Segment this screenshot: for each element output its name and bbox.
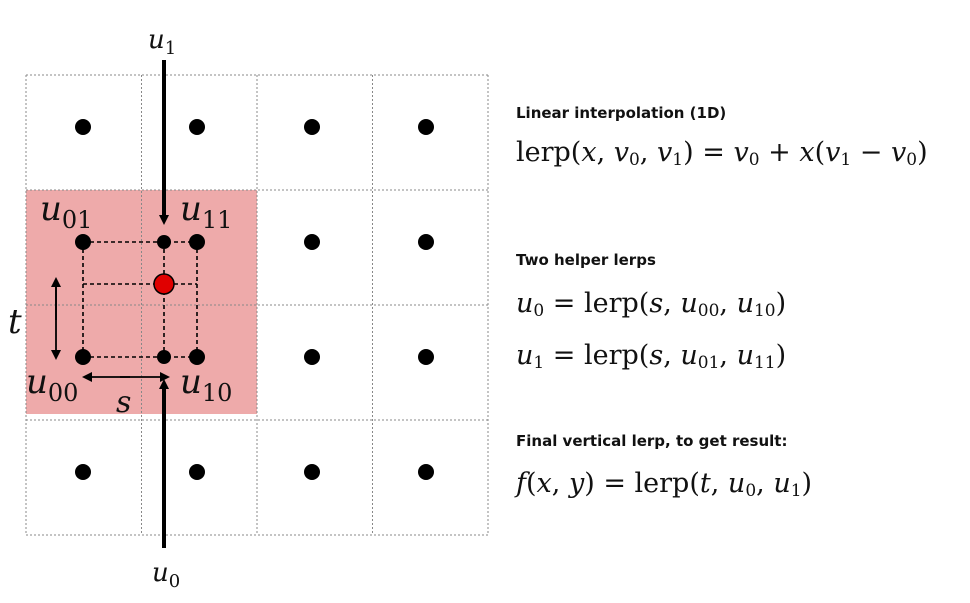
label-u11: u11 <box>180 189 232 234</box>
heading-linear-interpolation: Linear interpolation (1D) <box>516 104 727 122</box>
label-u10: u10 <box>180 362 232 407</box>
grid <box>25 74 489 536</box>
grid-dot <box>75 234 91 250</box>
grid-dot <box>189 464 205 480</box>
grid-dot <box>189 234 205 250</box>
grid-dot <box>418 234 434 250</box>
grid-dot <box>304 119 320 135</box>
grid-dot <box>304 234 320 250</box>
grid-dot <box>418 349 434 365</box>
bilinear-interpolation-diagram: u1 u0 u01 u11 u00 u10 t s <box>8 25 489 592</box>
formula-u1: u1 = lerp(s, u01, u11) <box>516 340 787 373</box>
formula-lerp-definition: lerp(x, v0, v1) = v0 + x(v1 − v0) <box>516 137 928 170</box>
heading-helper-lerps: Two helper lerps <box>516 251 656 269</box>
heading-final-lerp: Final vertical lerp, to get result: <box>516 432 788 450</box>
grid-dot <box>418 119 434 135</box>
grid-dot <box>418 464 434 480</box>
helper-dot <box>157 350 171 364</box>
grid-dot <box>189 119 205 135</box>
label-u0-bottom: u0 <box>152 558 180 592</box>
label-t: t <box>8 302 22 342</box>
helper-dot <box>157 235 171 249</box>
label-u00: u00 <box>26 362 78 407</box>
label-u01: u01 <box>40 189 92 234</box>
grid-dot <box>75 464 91 480</box>
grid-dot <box>304 464 320 480</box>
grid-dot <box>75 349 91 365</box>
label-s: s <box>116 385 131 420</box>
grid-dot <box>189 349 205 365</box>
sample-dots <box>75 119 434 480</box>
formula-final: f(x, y) = lerp(t, u0, u1) <box>516 468 813 501</box>
label-u1-top: u1 <box>148 25 176 59</box>
grid-dot <box>304 349 320 365</box>
interpolation-box <box>82 241 198 358</box>
grid-dot <box>75 119 91 135</box>
formula-u0: u0 = lerp(s, u00, u10) <box>516 288 787 321</box>
interpolated-point <box>153 273 175 295</box>
